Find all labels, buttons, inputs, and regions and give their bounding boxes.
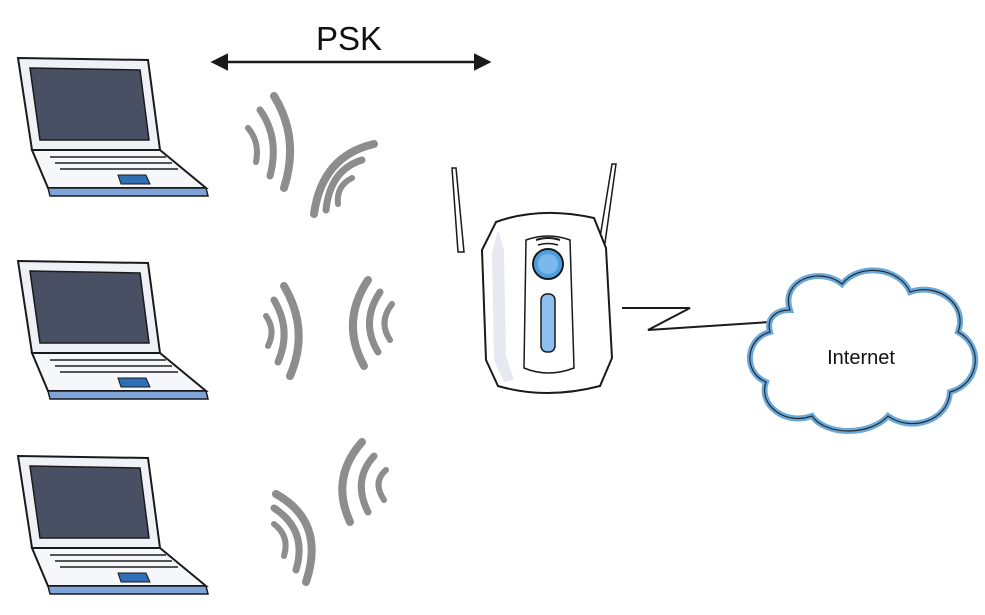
internet-label: Internet [827,347,895,369]
access-point-icon [451,163,617,394]
laptop-icon [17,455,209,595]
signal-waves-icon [245,92,295,192]
laptop-icon [17,57,209,197]
signal-waves-icon [310,140,378,218]
signal-waves-icon [263,282,303,380]
psk-label: PSK [316,20,382,57]
laptop-icon [17,260,209,400]
signal-waves-icon [338,438,389,526]
signal-waves-icon [270,490,316,586]
signal-waves-icon [349,276,395,370]
network-link [622,307,771,331]
internet-cloud-icon [747,267,979,434]
